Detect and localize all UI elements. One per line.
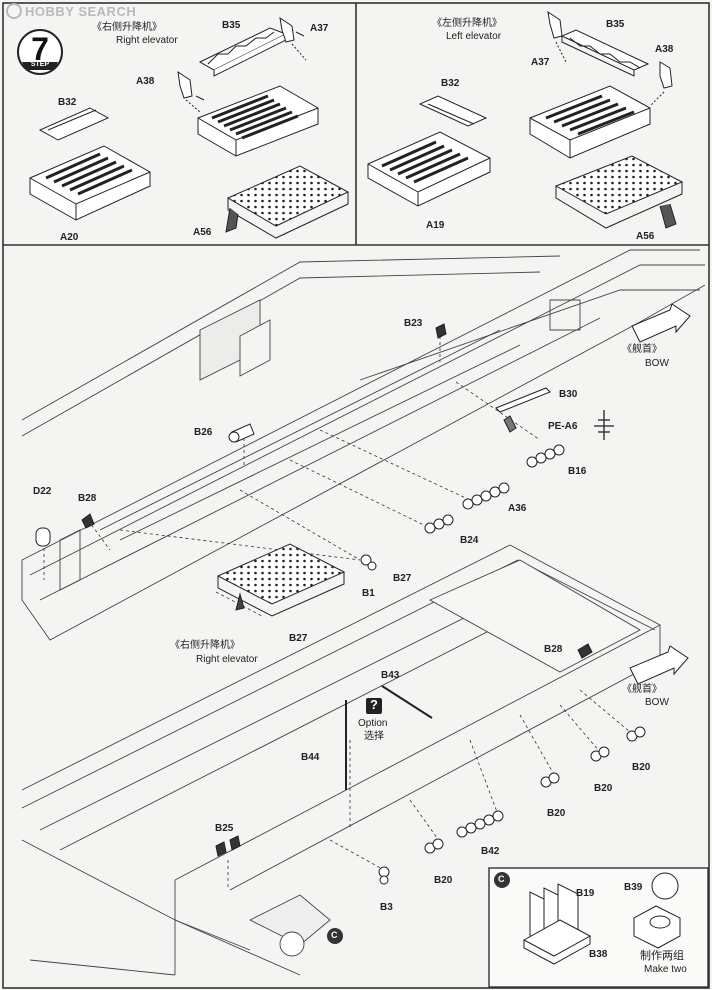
part-label-a36: A36 — [508, 503, 527, 514]
watermark: HOBBY SEARCH — [6, 3, 136, 19]
part-label-b38: B38 — [589, 949, 608, 960]
b30-rail — [495, 387, 551, 433]
b20-beads-d — [424, 838, 444, 854]
part-label-d22: D22 — [33, 486, 52, 497]
part-label-a38-right: A38 — [136, 76, 155, 87]
b3-beads — [378, 866, 390, 885]
bow-upper-cn: 《舰首》 — [622, 344, 662, 355]
small-fittings — [35, 323, 593, 857]
part-label-b39: B39 — [624, 882, 643, 893]
part-label-b44: B44 — [301, 752, 320, 763]
c-marker-main — [327, 928, 343, 944]
b42-beads — [456, 810, 504, 838]
c-marker-box — [494, 872, 510, 888]
part-label-a37-right: A37 — [310, 23, 329, 34]
step-number: 7 — [31, 31, 49, 67]
watermark-logo-icon — [6, 3, 22, 19]
part-label-b32-right: B32 — [58, 97, 77, 108]
part-label-a20: A20 — [60, 232, 79, 243]
part-label-b27-lower: B27 — [289, 633, 308, 644]
part-label-pe-a6: PE-A6 — [548, 421, 578, 432]
b20-beads-a — [626, 726, 646, 742]
part-label-a37-left: A37 — [531, 57, 550, 68]
b24-beads — [424, 514, 454, 534]
part-label-b20-a: B20 — [632, 762, 651, 773]
step-word: STEP — [30, 61, 50, 68]
left-elevator-top-drawing — [367, 10, 684, 229]
part-label-b35-right: B35 — [222, 20, 241, 31]
pe-a6-part — [594, 410, 614, 440]
watermark-text: HOBBY SEARCH — [25, 4, 137, 19]
bead-part-rows — [360, 444, 646, 885]
subassembly-c-drawing — [522, 872, 681, 965]
left-elevator-top-title-en: Left elevator — [446, 31, 502, 42]
make-two-en: Make two — [644, 964, 687, 975]
part-label-b20-b: B20 — [594, 783, 613, 794]
hull-upper-section — [21, 249, 706, 641]
part-label-b27-upper: B27 — [393, 573, 412, 584]
option-mark: ? — [370, 697, 378, 712]
part-label-b23: B23 — [404, 318, 423, 329]
part-label-a38-left: A38 — [655, 44, 674, 55]
right-elevator-top-title-cn: 《右侧升降机》 — [92, 22, 162, 33]
part-label-b25: B25 — [215, 823, 234, 834]
b16-beads — [526, 444, 565, 468]
c-marker-box-text: C — [498, 874, 505, 884]
part-label-a19: A19 — [426, 220, 445, 231]
part-label-b19: B19 — [576, 888, 595, 899]
option-label-cn: 选择 — [364, 731, 384, 742]
b20-beads-b — [590, 746, 610, 762]
part-label-b28-lower: B28 — [544, 644, 563, 655]
c-marker-main-text: C — [331, 930, 338, 940]
part-label-b24: B24 — [460, 535, 479, 546]
right-elevator-top-title-en: Right elevator — [116, 35, 178, 46]
part-label-b3: B3 — [380, 902, 393, 913]
part-label-b43: B43 — [381, 670, 400, 681]
bow-arrow-upper — [631, 303, 691, 343]
part-label-b32-left: B32 — [441, 78, 460, 89]
right-elevator-top-drawing — [29, 16, 350, 239]
part-label-a56-right: A56 — [193, 227, 212, 238]
right-elevator-main-title-cn: 《右侧升降机》 — [170, 640, 240, 651]
a36-beads — [462, 482, 510, 510]
right-elevator-main-platform — [216, 543, 346, 617]
part-label-b1: B1 — [362, 588, 375, 599]
part-label-b20-c: B20 — [547, 808, 566, 819]
b27-beads-a — [360, 554, 377, 571]
step-badge — [17, 29, 63, 75]
left-elevator-top-title-cn: 《左侧升降机》 — [432, 18, 502, 29]
part-label-b35-left: B35 — [606, 19, 625, 30]
part-label-b30: B30 — [559, 389, 578, 400]
option-icon — [366, 698, 382, 714]
part-label-b42: B42 — [481, 846, 500, 857]
b20-beads-c — [540, 772, 560, 788]
bow-lower-cn: 《舰首》 — [622, 684, 662, 695]
make-two-cn: 制作两组 — [640, 950, 684, 962]
part-label-b16: B16 — [568, 466, 587, 477]
right-elevator-main-title-en: Right elevator — [196, 654, 258, 665]
bow-upper-en: BOW — [645, 358, 669, 369]
option-label-en: Option — [358, 718, 388, 729]
part-label-b28-upper: B28 — [78, 493, 97, 504]
bow-lower-en: BOW — [645, 697, 669, 708]
part-label-b26: B26 — [194, 427, 213, 438]
part-label-b20-d: B20 — [434, 875, 453, 886]
part-label-a56-left: A56 — [636, 231, 655, 242]
bow-arrow-lower — [629, 645, 689, 685]
